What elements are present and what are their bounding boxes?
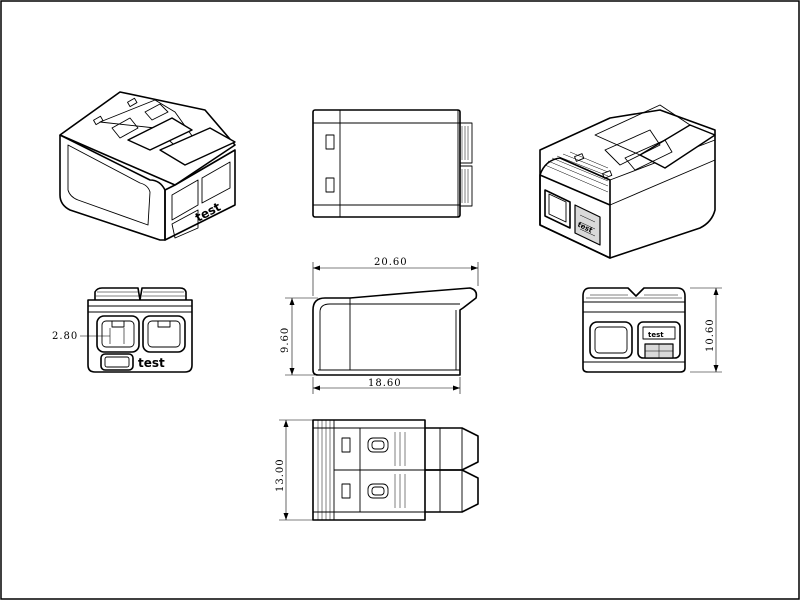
front-view: test 2.80 bbox=[52, 287, 193, 373]
dim-height: 9.60 bbox=[280, 327, 291, 353]
bottom-view: 13.00 bbox=[275, 419, 479, 521]
iso-view-rear-right: test bbox=[539, 104, 716, 259]
dim-wire-port: 2.80 bbox=[52, 331, 78, 342]
dim-depth: 13.00 bbox=[275, 458, 286, 492]
front-view-brand-text: test bbox=[138, 356, 165, 370]
side-view: 20.60 9.60 18.60 bbox=[280, 257, 479, 394]
plan-view-top bbox=[312, 109, 473, 218]
dim-width-body: 18.60 bbox=[368, 378, 402, 389]
end-view-brand-text: test bbox=[648, 331, 664, 339]
end-view: test 10.60 bbox=[582, 287, 722, 373]
dim-width-overall: 20.60 bbox=[374, 257, 408, 268]
dim-end-height: 10.60 bbox=[705, 318, 716, 352]
